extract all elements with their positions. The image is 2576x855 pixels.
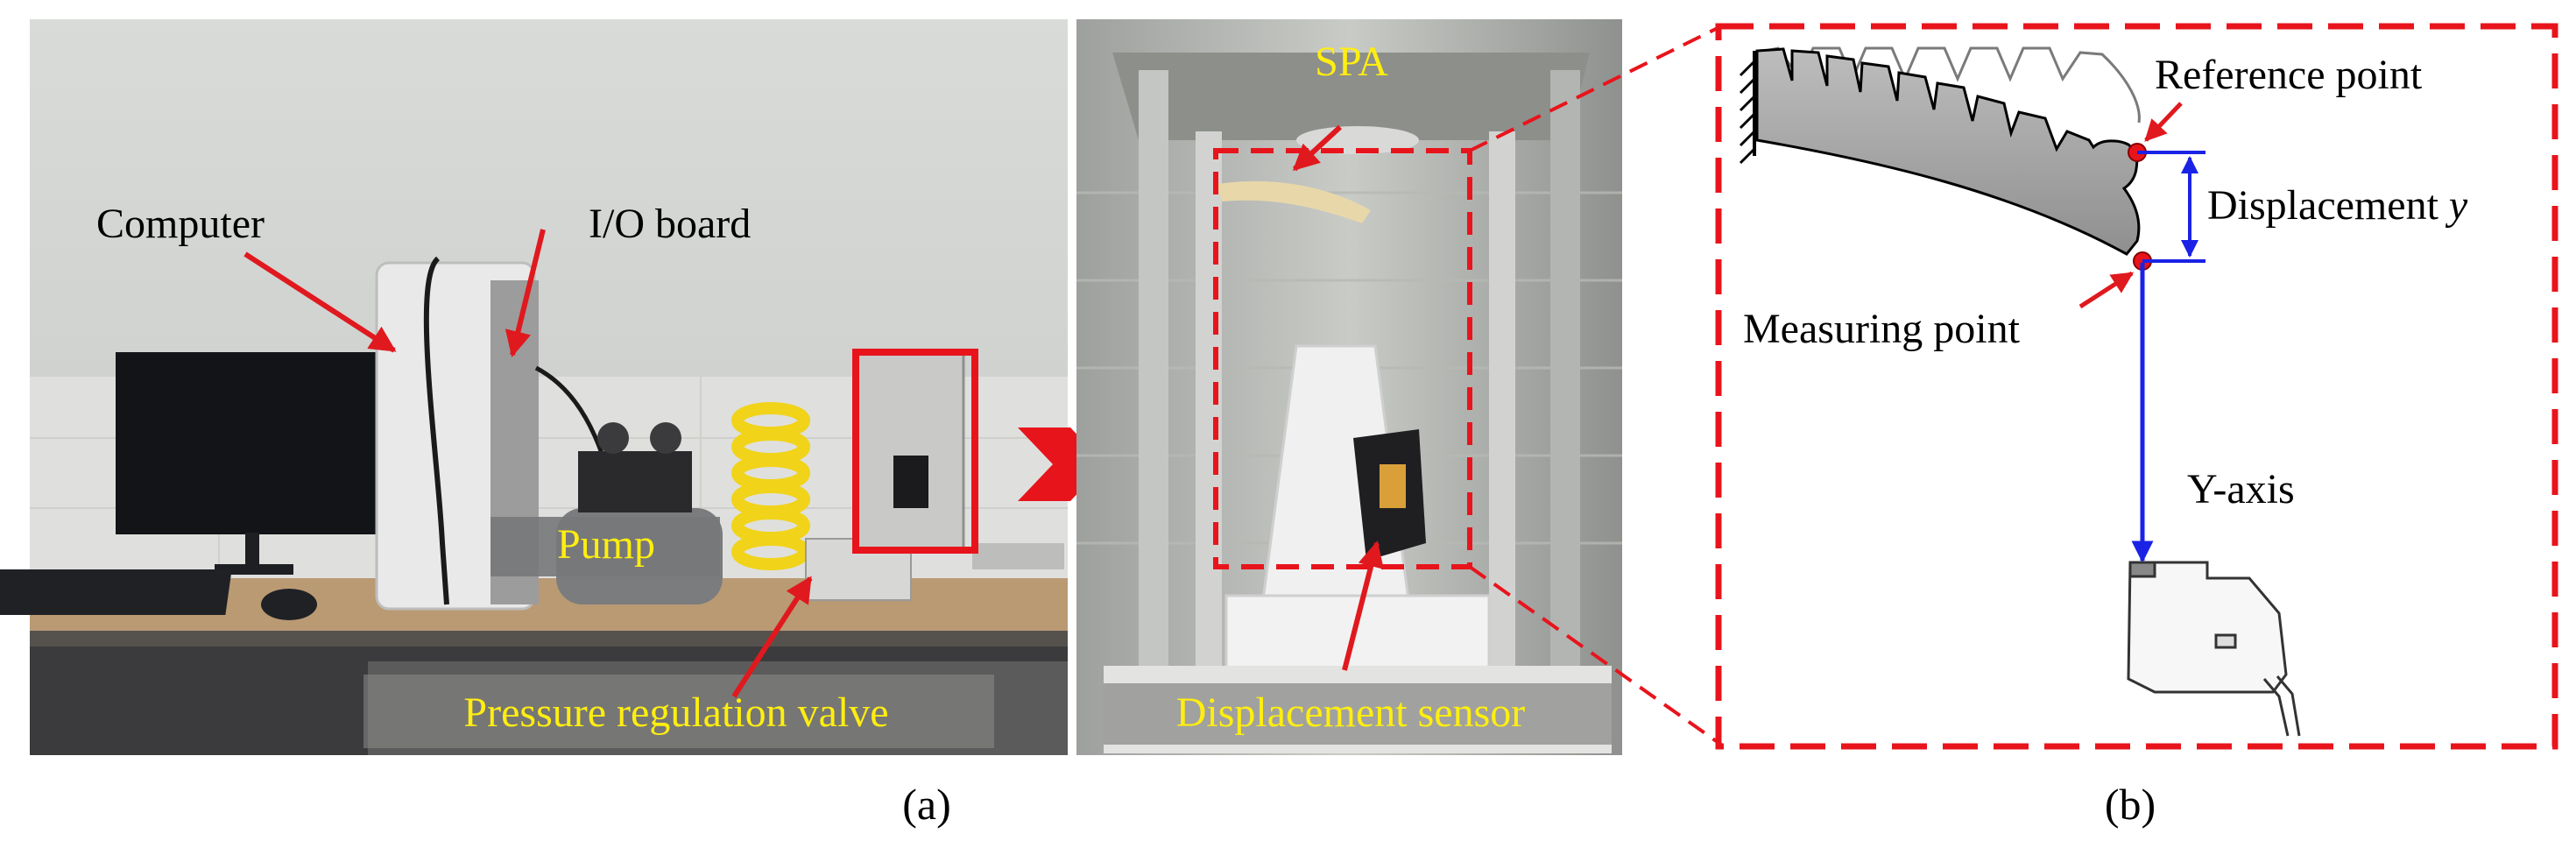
spa-dashed-box xyxy=(1213,148,1472,569)
detail-dashed-frame xyxy=(1715,23,2558,750)
caption-b: (b) xyxy=(2105,780,2156,829)
photo-experimental-setup xyxy=(0,19,1068,755)
rig-highlight-box xyxy=(852,349,978,554)
label-reference-point: Reference point xyxy=(2155,52,2423,98)
label-y-axis: Y-axis xyxy=(2187,466,2295,512)
caption-a: (a) xyxy=(902,780,951,829)
label-spa: SPA xyxy=(1315,39,1388,85)
annotation-arrows xyxy=(243,229,813,698)
label-pressure-regulation-valve: Pressure regulation valve xyxy=(463,689,888,736)
displacement-sensor-drawing xyxy=(2127,561,2301,737)
label-computer: Computer xyxy=(96,201,265,247)
label-displacement-sensor: Displacement sensor xyxy=(1176,689,1526,736)
zoom-connector-lines xyxy=(1468,25,1723,746)
spa-schematic xyxy=(1739,46,2141,256)
label-displacement: Displacement y xyxy=(2207,182,2468,229)
displacement-dimension xyxy=(2137,151,2205,263)
rig-annotation-arrows xyxy=(1292,124,1384,671)
displacement-variable-y: y xyxy=(2445,182,2468,229)
photo-test-rig-closeup xyxy=(1076,19,1622,755)
label-measuring-point: Measuring point xyxy=(1743,306,2021,352)
label-io-board: I/O board xyxy=(589,201,751,247)
point-pointer-arrows xyxy=(2078,102,2183,309)
label-pump: Pump xyxy=(557,521,655,568)
